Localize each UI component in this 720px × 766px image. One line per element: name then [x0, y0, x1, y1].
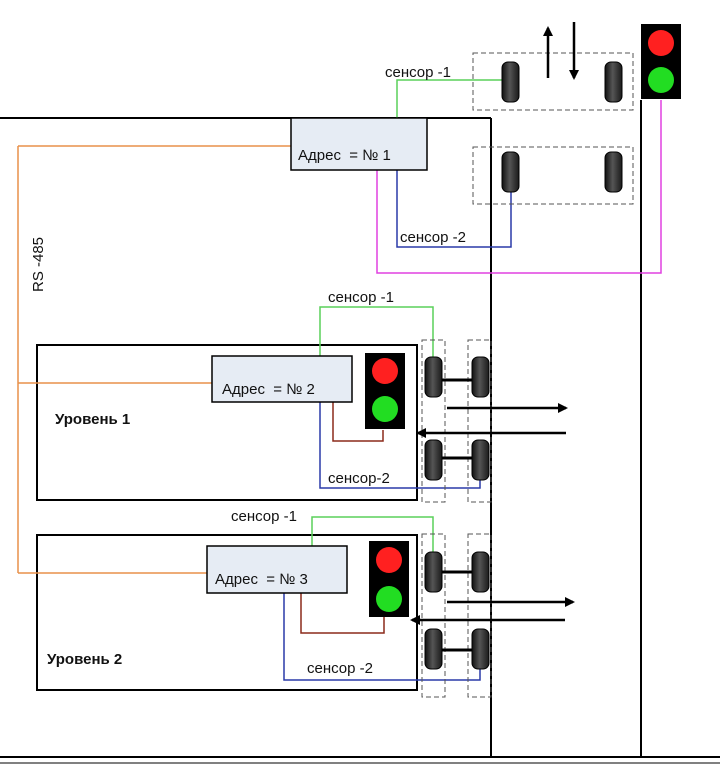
level-1-box: [36, 344, 418, 501]
level-1-wires: [319, 306, 481, 489]
level-2-box: [36, 534, 418, 691]
sensor-label: сенсор -1: [231, 508, 297, 525]
sensor-icon: [501, 151, 520, 193]
sensor-icon: [604, 61, 623, 103]
controller-address-label: Адрес = № 2: [222, 381, 315, 398]
sensor-icon: [424, 551, 443, 593]
controller-1: Адрес = № 1: [290, 117, 428, 171]
sensor-icon: [501, 61, 520, 103]
sensor-label: сенсор -2: [307, 660, 373, 677]
sensor-icon: [424, 356, 443, 398]
sensor-label: сенсор -1: [385, 64, 451, 81]
rs485-bus: [17, 145, 291, 574]
level-2-wires: [283, 516, 481, 681]
bus-label: RS -485: [30, 237, 47, 292]
sensor-label: сенсор-2: [328, 470, 390, 487]
level-label: Уровень 2: [47, 651, 122, 668]
sensor-icon: [424, 628, 443, 670]
controller-address-label: Адрес = № 3: [215, 571, 308, 588]
traffic-light-icon: [365, 353, 405, 429]
sensor-icon: [471, 551, 490, 593]
sensor-icon: [471, 628, 490, 670]
sensor-label: сенсор -2: [400, 229, 466, 246]
sensor-icon: [604, 151, 623, 193]
controller-3: Адрес = № 3: [206, 545, 348, 594]
controller-2: Адрес = № 2: [211, 355, 353, 403]
arrows: [410, 22, 579, 625]
traffic-light-icon: [641, 24, 681, 99]
traffic-light-icon: [369, 541, 409, 617]
sensor-icon: [471, 356, 490, 398]
sensor-icon: [471, 439, 490, 481]
sensors: [424, 61, 623, 670]
sensor-icon: [424, 439, 443, 481]
level-label: Уровень 1: [55, 411, 130, 428]
controller-address-label: Адрес = № 1: [298, 147, 391, 164]
sensor-label: сенсор -1: [328, 289, 394, 306]
sensor-frames: [421, 52, 634, 698]
sensor-links: [440, 378, 476, 652]
